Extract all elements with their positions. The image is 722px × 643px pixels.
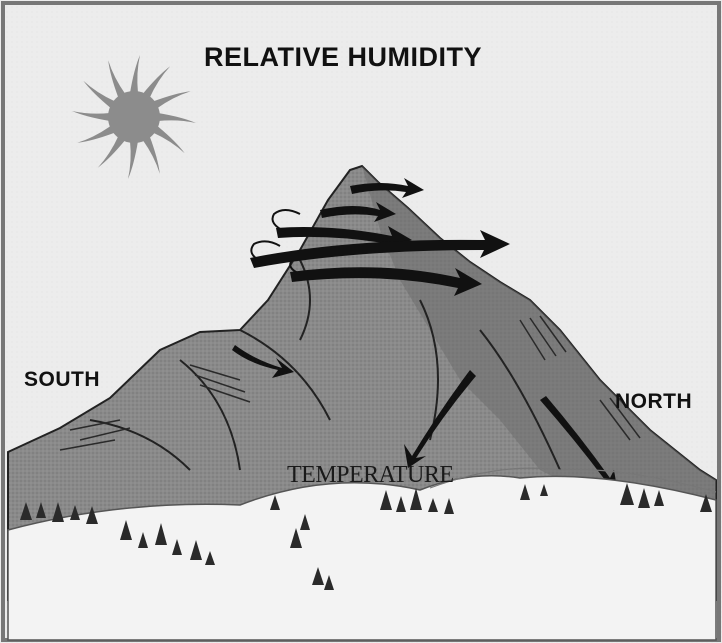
- north-label: NORTH: [615, 390, 692, 414]
- temperature-label: TEMPERATURE: [287, 462, 454, 489]
- south-label: SOUTH: [24, 368, 100, 392]
- diagram-title: RELATIVE HUMIDITY: [204, 42, 482, 73]
